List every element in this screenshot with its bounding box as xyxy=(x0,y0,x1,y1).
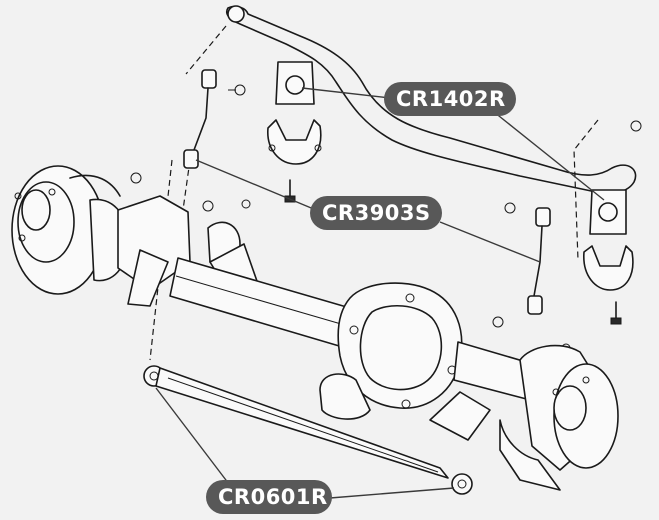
part-label-track-bar: CR0601R xyxy=(218,485,328,509)
differential-housing xyxy=(319,282,463,420)
right-wheel-hub xyxy=(499,344,619,491)
right-axle-tube xyxy=(429,341,541,441)
left-wheel-hub xyxy=(11,165,129,295)
label-pills xyxy=(206,82,516,514)
sway-link-left xyxy=(183,69,246,169)
bushing-right xyxy=(583,189,634,291)
axle-tube xyxy=(169,257,351,349)
stabilizer-bar xyxy=(225,5,637,195)
track-bar xyxy=(143,365,473,495)
bushing-left xyxy=(267,61,322,165)
sway-link-right xyxy=(504,202,551,315)
part-label-sway-bar-link: CR3903S xyxy=(322,201,431,225)
left-knuckle xyxy=(117,195,259,307)
part-label-stabilizer-bar-bushing: CR1402R xyxy=(396,87,506,111)
leader-lines xyxy=(155,87,605,499)
